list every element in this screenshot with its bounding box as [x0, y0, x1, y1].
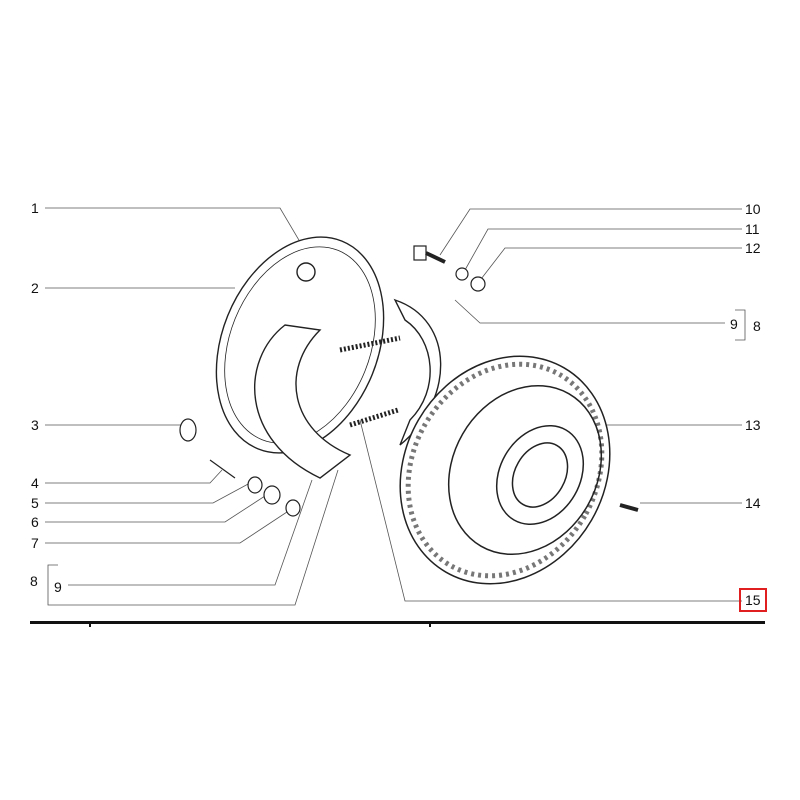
callout-14[interactable]: 14 [745, 495, 761, 511]
callout-1[interactable]: 1 [31, 200, 39, 216]
callout-8-left[interactable]: 8 [30, 573, 38, 589]
callout-12[interactable]: 12 [745, 240, 761, 256]
callout-9-right[interactable]: 9 [730, 316, 738, 332]
brake-drum [399, 355, 611, 585]
callout-11[interactable]: 11 [745, 221, 760, 237]
callout-2[interactable]: 2 [31, 280, 39, 296]
callout-8-right[interactable]: 8 [753, 318, 761, 334]
callout-15-selected[interactable]: 15 [739, 588, 767, 612]
callout-3[interactable]: 3 [31, 417, 39, 433]
small-parts [179, 245, 639, 517]
leader-lines [45, 207, 746, 606]
callout-9-left[interactable]: 9 [54, 579, 62, 595]
callout-6[interactable]: 6 [31, 514, 39, 530]
callout-4[interactable]: 4 [31, 475, 39, 491]
callout-7[interactable]: 7 [31, 535, 39, 551]
callout-10[interactable]: 10 [745, 201, 761, 217]
bottom-rule [30, 621, 765, 627]
callout-13[interactable]: 13 [745, 417, 761, 433]
callout-5[interactable]: 5 [31, 495, 39, 511]
